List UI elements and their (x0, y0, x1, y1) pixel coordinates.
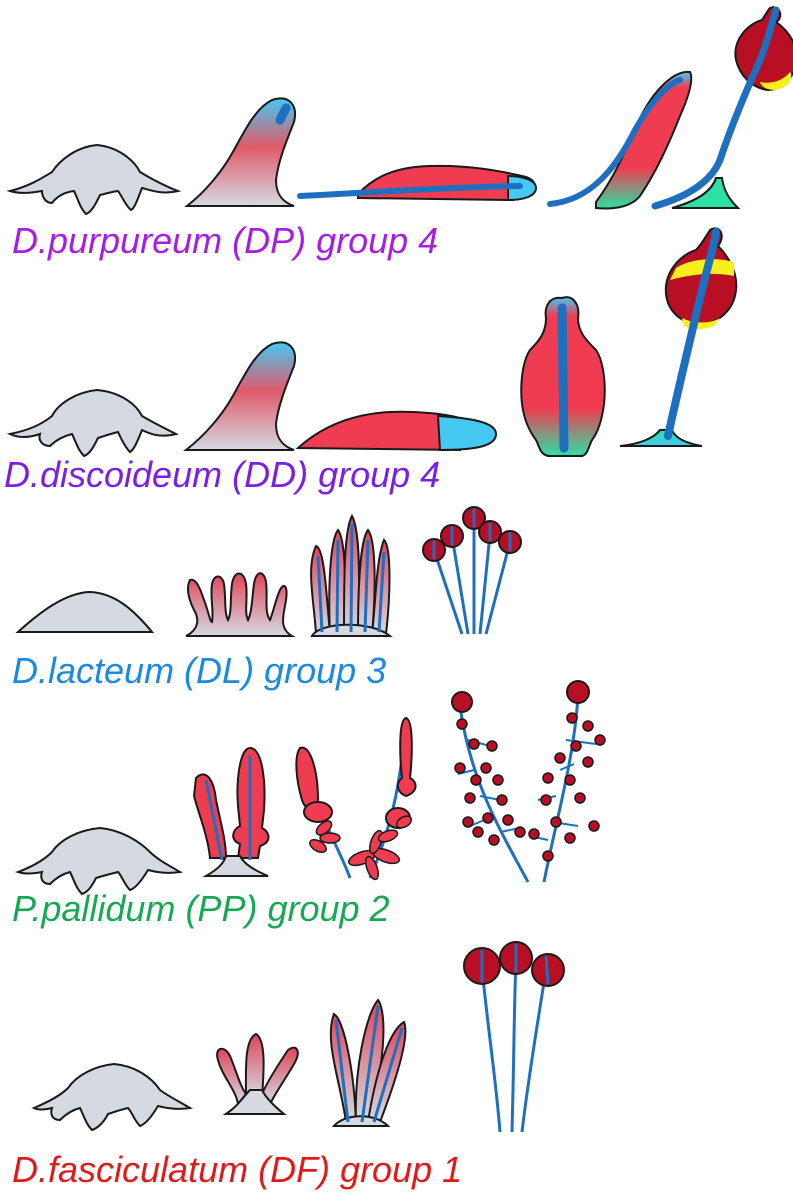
cup-dp (760, 72, 792, 90)
aggregate-dl (15, 590, 155, 633)
fingers-df (216, 1032, 299, 1115)
slug-dd (295, 410, 461, 452)
slug-tip-dd (436, 414, 498, 452)
stalk-dd-1 (557, 303, 569, 453)
species-label-dp: D.purpureum (DP) group 4 (12, 220, 439, 261)
basal-disk-dd (619, 429, 703, 447)
mound-dp (184, 97, 296, 207)
early-stage-pp (192, 746, 270, 877)
species-label-pp: P.pallidum (PP) group 2 (12, 888, 390, 929)
species-label-df: D.fasciculatum (DF) group 1 (12, 1149, 463, 1190)
stalk-dd-2 (664, 228, 720, 440)
aggregate-df (31, 1062, 193, 1132)
stalk-dp-slug (297, 183, 523, 199)
branching-culminant-pp (295, 716, 417, 881)
upper-cup-dd (670, 259, 734, 280)
culminants-df (329, 998, 407, 1127)
basal-disk-dp (671, 177, 741, 209)
stalk-dp-2 (651, 6, 780, 210)
culminants-dl (310, 513, 393, 637)
fruiting-bodies-pp (451, 680, 606, 883)
row-pp (15, 680, 606, 896)
row-dd (6, 227, 738, 458)
row-dp (6, 6, 793, 216)
species-label-dl: D.lacteum (DL) group 3 (12, 650, 387, 691)
fruiting-bodies-dl (422, 506, 522, 635)
row-df (31, 941, 565, 1133)
aggregate-dd (6, 388, 179, 458)
fingers-dl-small (185, 572, 296, 637)
fruiting-bodies-df (463, 941, 565, 1133)
stalk-dp-1 (547, 77, 683, 207)
mound-dd (183, 341, 296, 451)
aggregate-dp (6, 143, 182, 216)
tip-dp-1 (275, 103, 291, 125)
aggregate-pp (15, 826, 183, 896)
culminant-dp-1 (595, 70, 693, 210)
row-dl (15, 506, 522, 637)
species-label-dd: D.discoideum (DD) group 4 (4, 454, 441, 495)
